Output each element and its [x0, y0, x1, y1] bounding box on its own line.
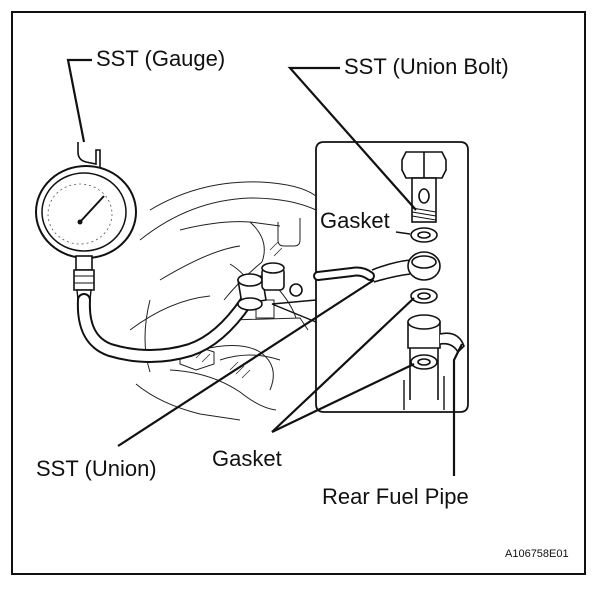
label-sst-gauge: SST (Gauge)	[96, 46, 226, 71]
gasket-3	[410, 354, 438, 370]
outer-border	[11, 11, 586, 575]
engine-background-sketch	[129, 181, 317, 421]
union-eye-fitting	[371, 251, 441, 283]
label-rear-fuel-pipe: Rear Fuel Pipe	[322, 484, 469, 509]
label-sst-union-bolt: SST (Union Bolt)	[344, 54, 509, 79]
rear-fuel-pipe-fitting	[407, 314, 465, 400]
sst-union-fitting	[237, 262, 303, 311]
gasket-2	[410, 288, 438, 304]
detail-inset-box	[315, 141, 469, 413]
figure-code: A106758E01	[505, 548, 569, 560]
gasket-1	[410, 227, 438, 243]
label-gasket-lower: Gasket	[212, 446, 282, 471]
union-bolt-part	[401, 151, 447, 223]
pressure-gauge-icon	[35, 142, 137, 301]
leader-lines	[66, 58, 463, 476]
label-gasket-upper: Gasket	[320, 208, 390, 233]
label-sst-union: SST (Union)	[36, 456, 157, 481]
